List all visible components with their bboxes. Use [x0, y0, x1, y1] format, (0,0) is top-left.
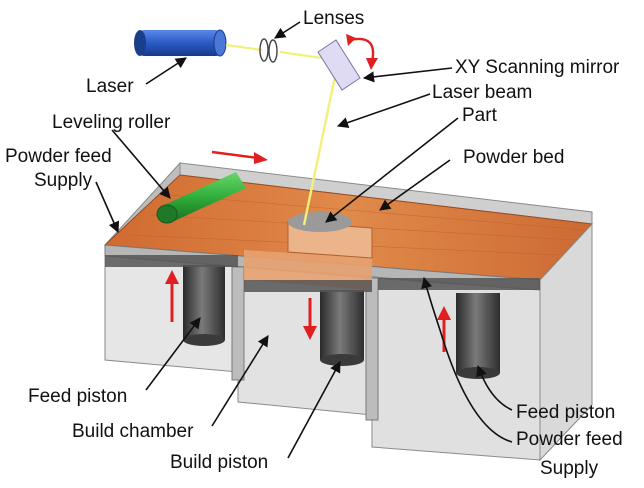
roller-end: [156, 204, 178, 224]
beam-to-lenses: [225, 43, 263, 52]
divider-right: [365, 277, 379, 421]
label-powder-bed: Powder bed: [463, 147, 564, 168]
motion-arrows: [165, 34, 451, 352]
right-feed-piston-base: [456, 367, 500, 379]
mirror-rotation-tail: [346, 34, 356, 46]
leader-part: [325, 117, 459, 223]
build-piston-down-head: [303, 326, 317, 340]
label-laser: Laser: [86, 76, 134, 97]
label-xy-mirror: XY Scanning mirror: [455, 57, 620, 78]
leader-build-chamber: [211, 335, 269, 427]
right-piston-up-head: [437, 306, 451, 320]
lens-1: [259, 38, 269, 62]
build-piston-base: [320, 354, 364, 366]
label-laser-beam: Laser beam: [432, 82, 532, 103]
label-build-chamber: Build chamber: [72, 421, 194, 442]
label-powder-feed-right-2: Supply: [540, 458, 599, 479]
laser-front-face: [213, 29, 227, 57]
divider-left: [231, 266, 245, 381]
right-feed-piston: [456, 293, 500, 373]
leader-powder-feed-left: [95, 181, 120, 234]
beam-to-mirror: [279, 50, 323, 60]
label-feed-piston-right: Feed piston: [516, 402, 615, 423]
left-feed-piston-base: [183, 334, 225, 346]
laser-system: [134, 29, 361, 226]
leader-lenses: [274, 21, 301, 39]
build-piston: [320, 290, 364, 360]
leader-lines: [95, 21, 513, 459]
left-plate: [105, 255, 238, 267]
label-powder-feed-left-1: Powder feed: [5, 146, 112, 167]
labels: Lenses Laser XY Scanning mirror Laser be…: [5, 8, 623, 479]
label-powder-feed-left-2: Supply: [34, 170, 93, 191]
leader-feed-piston-right: [476, 364, 513, 411]
laser-back-face: [134, 30, 146, 56]
leader-powder-feed-right: [421, 276, 513, 443]
label-part: Part: [462, 105, 498, 126]
part-hole: [288, 212, 352, 232]
leader-feed-piston-left: [145, 317, 201, 391]
leader-build-piston: [287, 361, 341, 459]
leveling-roller: [156, 172, 246, 224]
right-plate: [378, 278, 540, 290]
xy-mirror: [317, 39, 361, 91]
laser-body: [140, 30, 220, 56]
lens-2: [268, 39, 278, 63]
leader-powder-bed: [379, 159, 451, 211]
label-leveling-roller: Leveling roller: [52, 112, 171, 133]
label-feed-piston-left: Feed piston: [28, 386, 127, 407]
label-lenses: Lenses: [303, 8, 364, 29]
left-feed-piston: [183, 265, 225, 340]
leader-xy-mirror: [362, 67, 453, 83]
leader-laser-beam: [336, 93, 431, 128]
left-piston-up-head: [165, 270, 179, 284]
roller-body: [162, 172, 246, 222]
pistons: [105, 255, 540, 379]
build-plate: [244, 280, 372, 292]
mirror-rotation-head: [366, 58, 378, 70]
roller-direction-head: [254, 152, 268, 164]
beam-to-part: [302, 71, 338, 226]
leader-laser: [145, 57, 187, 85]
leader-leveling-roller: [111, 129, 171, 199]
label-powder-feed-right-1: Powder feed: [516, 429, 623, 450]
label-build-piston: Build piston: [170, 452, 268, 473]
roller-direction-arrow: [211, 150, 259, 160]
